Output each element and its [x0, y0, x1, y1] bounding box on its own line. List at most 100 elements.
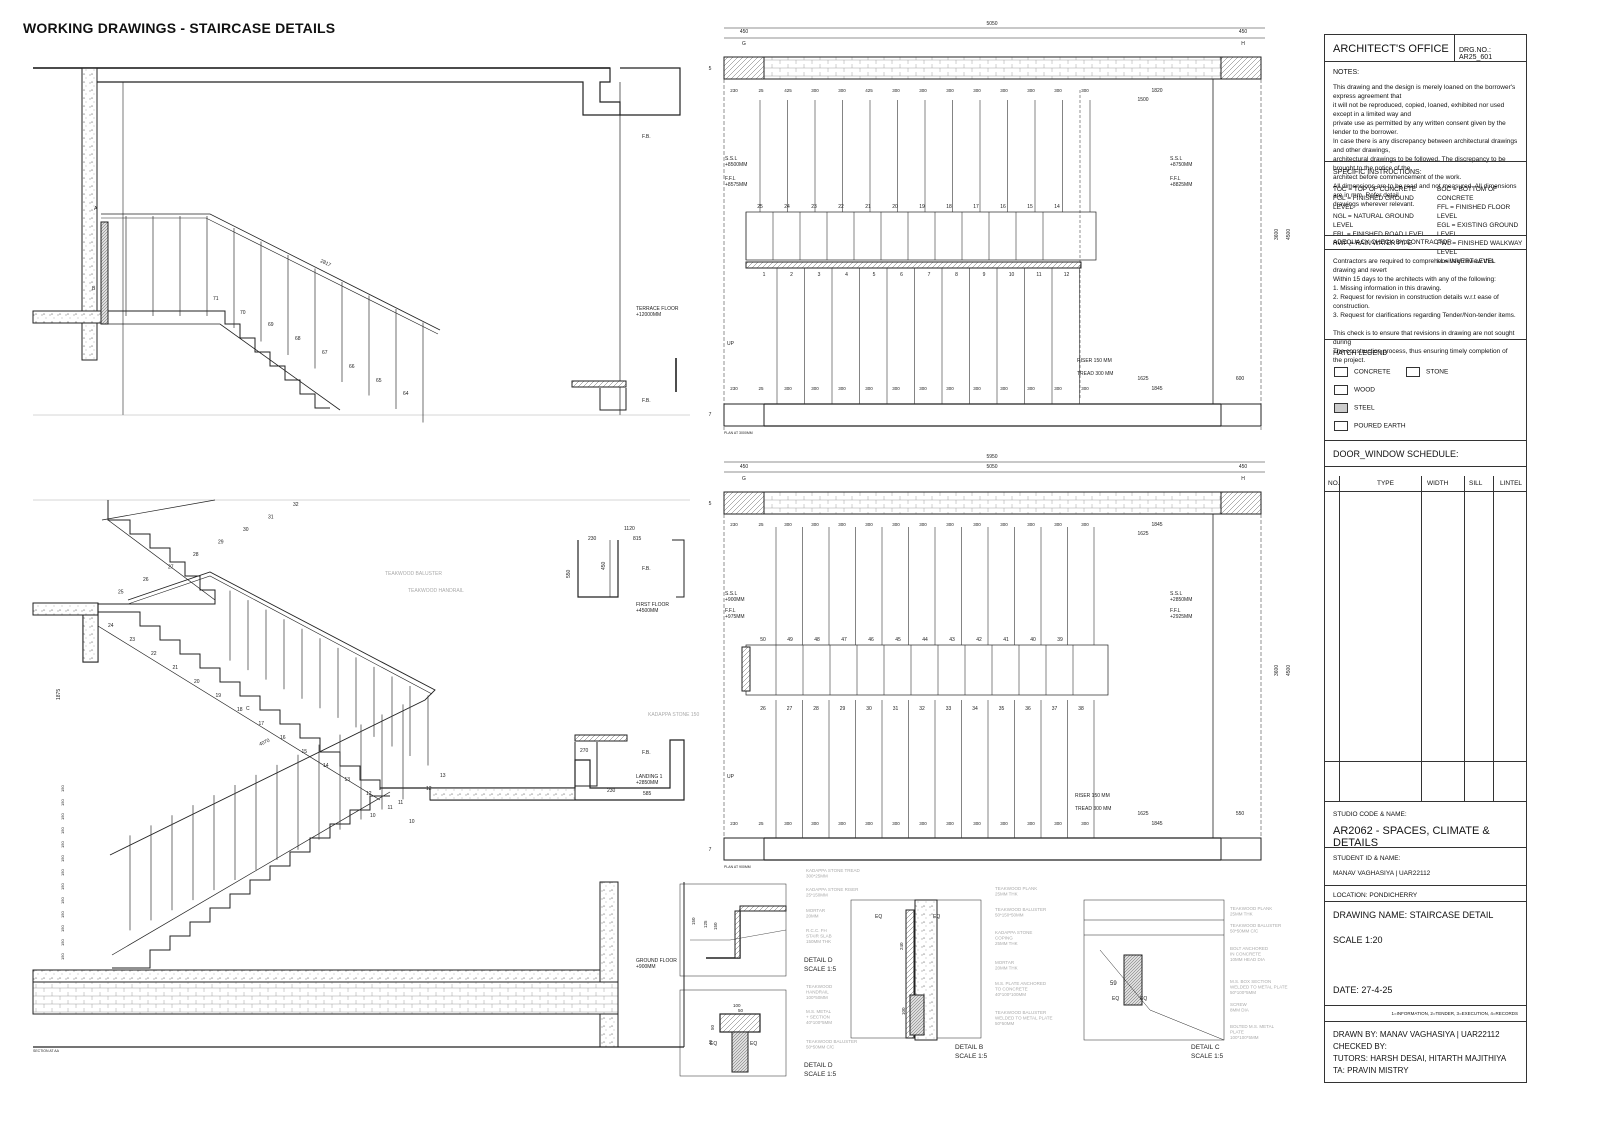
tread-dim: 300: [1027, 88, 1035, 93]
ssl-top-right: +8750MM: [1170, 162, 1192, 168]
tread-dim: 300: [784, 821, 792, 826]
step-number: 47: [841, 637, 847, 643]
tread-dim: 230: [730, 386, 738, 391]
dim-3600: 3600: [1274, 665, 1280, 676]
step-number: 36: [1025, 706, 1031, 712]
dim-815: 815: [633, 536, 642, 542]
marker-c: C: [246, 706, 250, 712]
hatch-wood: WOOD: [1334, 385, 1375, 395]
detail-d2-note: TEAKWOOD BALUSTER: [806, 1039, 858, 1044]
step-number: 33: [946, 706, 952, 712]
tread-dim: 425: [784, 88, 792, 93]
step-number: 12: [426, 786, 432, 792]
riser-dim-150: 150: [60, 869, 65, 876]
step-number: 16: [1000, 204, 1006, 210]
step-number: 26: [760, 706, 766, 712]
step-number: 18: [946, 204, 952, 210]
ffl-top-left: +8575MM: [725, 182, 747, 188]
step-number: 7: [928, 272, 931, 278]
dim-1845: 1845: [1151, 522, 1162, 528]
fb-label: F.B.: [642, 750, 651, 756]
detail-c-note: IN CONCRETE: [1230, 952, 1261, 957]
dim-550: 550: [566, 569, 572, 578]
eq-mark: EQ: [875, 914, 882, 920]
tread-dim: 300: [865, 522, 873, 527]
step-number: 67: [322, 350, 328, 356]
tread-dim: 300: [919, 522, 927, 527]
abbrev-left-line: NGL = NATURAL GROUND LEVEL: [1333, 213, 1414, 229]
dim-4070: 4070: [258, 738, 271, 748]
detail-d-note: R.C.C. FH: [806, 928, 827, 933]
adequacy-line: Within 15 days to the architects with an…: [1333, 276, 1496, 283]
detail-d-note: KADAPPA STONE TREAD: [806, 868, 861, 873]
riser-dim-150: 150: [60, 953, 65, 960]
plan-top-caption: PLAN AT 3000MM: [724, 431, 753, 435]
tread-dim: 300: [838, 522, 846, 527]
ffl-bottom-left: +975MM: [725, 614, 745, 620]
detail-d-scale: SCALE 1:5: [804, 1071, 837, 1078]
ta: TA: PRAVIN MISTRY: [1333, 1066, 1409, 1075]
dim-230: 230: [588, 536, 597, 542]
tread-dim: 300: [946, 821, 954, 826]
ssl-bottom-right: S.S.L: [1170, 591, 1182, 597]
step-number: 10: [409, 819, 415, 825]
col-type: TYPE: [1377, 480, 1394, 487]
ffl-bottom-right: +2925MM: [1170, 614, 1192, 620]
ffl-bottom-right: F.F.L: [1170, 608, 1181, 614]
step-number: 12: [1064, 272, 1070, 278]
tread-dim: 300: [1027, 522, 1035, 527]
step-number: 3: [818, 272, 821, 278]
step-number: 48: [814, 637, 820, 643]
tread-dim: 300: [1027, 386, 1035, 391]
dim-1820: 1820: [1151, 88, 1162, 94]
detail-b-note: 50*150*50MM: [995, 913, 1024, 918]
step-number: 45: [895, 637, 901, 643]
tread-dim: 300: [892, 88, 900, 93]
ssl-top-left: +8500MM: [725, 162, 747, 168]
plan-top-drawing: [723, 27, 1265, 430]
riser-dim-150: 150: [60, 883, 65, 890]
dim-550: 550: [1236, 811, 1245, 817]
step-number: 32: [919, 706, 925, 712]
office-name: ARCHITECT'S OFFICE: [1333, 43, 1449, 55]
label-teakwood-handrail: TEAKWOOD HANDRAIL: [408, 588, 464, 594]
dim-4500: 4500: [1286, 665, 1292, 676]
adequacy-line: 2. Request for revision in construction …: [1333, 294, 1499, 310]
detail-b-note: TEAKWOOD BALUSTER: [995, 907, 1047, 912]
notes-line: This drawing and the design is merely lo…: [1333, 84, 1516, 100]
level-ground-floor: +900MM: [636, 964, 656, 970]
step-number: 69: [268, 322, 274, 328]
step-number: 13: [440, 773, 446, 779]
tread-dim: 300: [973, 88, 981, 93]
ssl-bottom-left: S.S.L: [725, 591, 737, 597]
ssl-bottom-left: +900MM: [725, 597, 745, 603]
step-number: 38: [1078, 706, 1084, 712]
teakwood-balusters: [125, 216, 429, 931]
step-number: 34: [972, 706, 978, 712]
dim-230: 230: [607, 788, 616, 794]
level-terrace: TERRACE FLOOR: [636, 306, 679, 312]
notes-text: This drawing and the design is merely lo…: [1325, 83, 1526, 209]
step-number: 70: [240, 310, 246, 316]
abbrev-left-line: TOC = TOP OF CONCRETE: [1333, 186, 1417, 193]
riser-dim-150: 150: [60, 925, 65, 932]
sheet-title: WORKING DRAWINGS - STAIRCASE DETAILS: [23, 20, 336, 36]
tread-dim: 300: [1000, 522, 1008, 527]
notes-line: architect before commencement of the wor…: [1333, 174, 1462, 181]
dim-1845: 1845: [1151, 821, 1162, 827]
level-landing: LANDING 1: [636, 774, 663, 780]
tread-dim: 300: [811, 821, 819, 826]
step-number: 37: [1052, 706, 1058, 712]
detail-c-note: BOLT ANCHORED: [1230, 946, 1269, 951]
col-no: NO.: [1328, 480, 1340, 487]
up-label: UP: [727, 341, 735, 347]
level-landing: +2850MM: [636, 780, 658, 786]
tread-dim: 300: [892, 821, 900, 826]
step-number: 24: [108, 623, 114, 629]
detail-c-note: TEAKWOOD PLANK: [1230, 906, 1272, 911]
tread-dim: 25: [758, 821, 764, 826]
adequacy-text: Contractors are required to comprehensiv…: [1325, 257, 1526, 365]
detail-dim: 150: [713, 922, 718, 930]
